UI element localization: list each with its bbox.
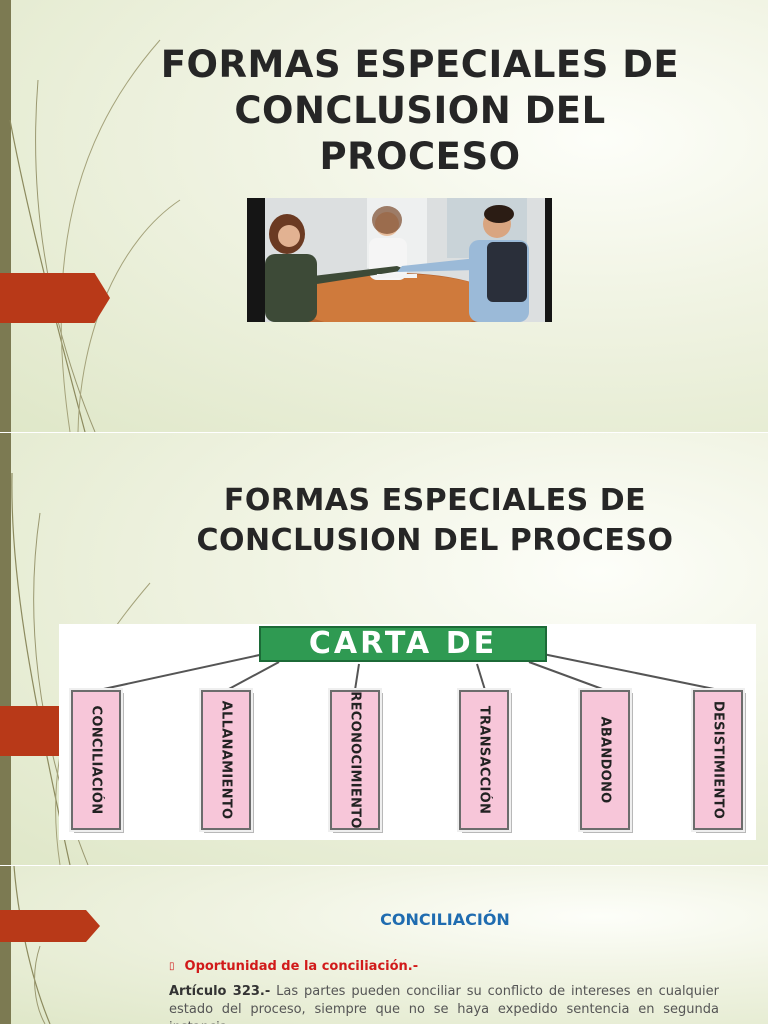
diagram-box-transaccion: TRANSACCIÓN (459, 690, 509, 830)
diagram-box-abandono: ABANDONO (580, 690, 630, 830)
diagram-box-desistimiento: DESISTIMIENTO (693, 690, 743, 830)
section-heading: CONCILIACIÓN (380, 910, 510, 929)
slide-3: CONCILIACIÓN ▯ Oportunidad de la concilia… (0, 866, 768, 1024)
diagram-box-reconocimiento: RECONOCIMIENTO (330, 690, 380, 830)
article-paragraph: Artículo 323.- Las partes pueden concili… (169, 983, 719, 1024)
diagram-box-label: ALLANAMIENTO (218, 700, 234, 820)
slide-title: FORMAS ESPECIALES DE CONCLUSION DEL PROC… (196, 483, 674, 558)
article-label: Artículo 323.- (169, 984, 271, 999)
slide-title: FORMAS ESPECIALES DE CONCLUSION DEL PROC… (160, 43, 680, 178)
decorative-swirl (13, 866, 51, 1024)
meeting-photo (247, 198, 552, 322)
article-text: Las partes pueden conciliar su conflicto… (169, 984, 719, 1024)
left-accent-bar (0, 433, 11, 865)
accent-arrow-tab (0, 273, 110, 323)
diagram-box-conciliacion: CONCILIACIÓN (71, 690, 121, 830)
diagram-box-label: ABANDONO (597, 716, 613, 804)
bullet-marker-icon: ▯ (169, 961, 175, 972)
diagram-box-label: TRANSACCIÓN (476, 705, 492, 815)
left-accent-bar (0, 866, 11, 1024)
decorative-swirl (9, 39, 181, 432)
concepts-diagram: CARTA DE CONCILIACIÓN ALLANAMIENTO RECON… (59, 624, 756, 840)
diagram-box-label: DESISTIMIENTO (710, 700, 726, 820)
diagram-header: CARTA DE (259, 626, 547, 662)
diagram-connector-lines (98, 653, 720, 691)
bullet-text: Oportunidad de la conciliación.- (184, 959, 419, 974)
slide-1: FORMAS ESPECIALES DE CONCLUSION DEL PROC… (0, 0, 768, 432)
bullet-item: ▯ Oportunidad de la conciliación.- (169, 959, 418, 974)
left-accent-bar (0, 0, 11, 432)
accent-arrow-tab (0, 910, 100, 942)
diagram-box-label: CONCILIACIÓN (88, 705, 104, 815)
diagram-box-label: RECONOCIMIENTO (347, 691, 363, 829)
slide-2: FORMAS ESPECIALES DE CONCLUSION DEL PROC… (0, 433, 768, 865)
diagram-box-allanamiento: ALLANAMIENTO (201, 690, 251, 830)
